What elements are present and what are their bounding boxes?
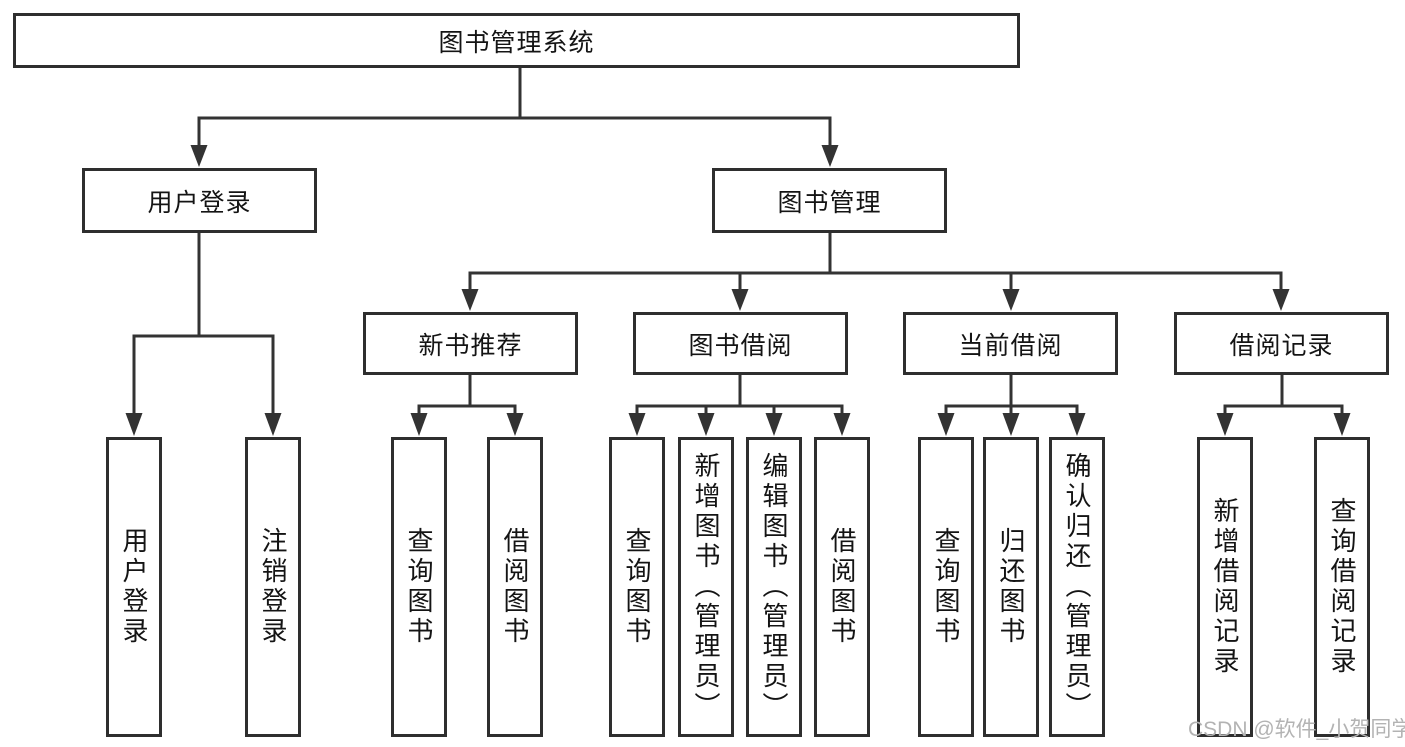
node-leaf-edit-books-admin: 编辑图书（管理员） [746,437,802,737]
node-root: 图书管理系统 [13,13,1020,68]
node-leaf-query-books-recommend-label: 查询图书 [404,527,434,647]
node-leaf-query-books-current: 查询图书 [918,437,974,737]
node-leaf-query-borrow-record-label: 查询借阅记录 [1327,497,1357,677]
node-leaf-add-books-admin-label: 新增图书（管理员） [691,452,721,722]
node-leaf-logout-label: 注销登录 [258,527,288,647]
node-leaf-borrow-books: 借阅图书 [814,437,870,737]
node-new-book-recommend-label: 新书推荐 [418,331,523,360]
watermark: CSDN @软件_小贺同学 [1188,718,1405,741]
node-new-book-recommend: 新书推荐 [363,312,578,375]
node-leaf-query-books-borrow-label: 查询图书 [622,527,652,647]
node-leaf-logout: 注销登录 [245,437,301,737]
node-user-login: 用户登录 [82,168,317,233]
node-root-label: 图书管理系统 [438,28,595,57]
node-leaf-confirm-return-admin: 确认归还（管理员） [1049,437,1105,737]
node-leaf-return-books: 归还图书 [983,437,1039,737]
node-borrow-records-label: 借阅记录 [1229,331,1334,360]
node-leaf-return-books-label: 归还图书 [996,527,1026,647]
node-leaf-confirm-return-admin-label: 确认归还（管理员） [1062,452,1092,722]
node-borrow-records: 借阅记录 [1174,312,1389,375]
arrowheads [125,145,1351,436]
node-leaf-query-books-recommend: 查询图书 [391,437,447,737]
node-leaf-borrow-books-recommend-label: 借阅图书 [500,527,530,647]
node-book-borrow-label: 图书借阅 [688,331,793,360]
node-leaf-query-books-borrow: 查询图书 [609,437,665,737]
node-leaf-borrow-books-recommend: 借阅图书 [487,437,543,737]
node-leaf-edit-books-admin-label: 编辑图书（管理员） [759,452,789,722]
node-leaf-add-books-admin: 新增图书（管理员） [678,437,734,737]
connector-paths [132,68,1344,422]
node-leaf-borrow-books-label: 借阅图书 [827,527,857,647]
node-leaf-add-borrow-record: 新增借阅记录 [1197,437,1253,737]
node-leaf-user-login-label: 用户登录 [119,527,149,647]
node-current-borrow: 当前借阅 [903,312,1118,375]
node-book-borrow: 图书借阅 [633,312,848,375]
node-leaf-query-books-current-label: 查询图书 [931,527,961,647]
node-book-manage: 图书管理 [712,168,947,233]
node-leaf-user-login: 用户登录 [106,437,162,737]
node-user-login-label: 用户登录 [147,188,252,217]
node-leaf-query-borrow-record: 查询借阅记录 [1314,437,1370,737]
node-current-borrow-label: 当前借阅 [958,331,1063,360]
node-book-manage-label: 图书管理 [777,188,882,217]
node-leaf-add-borrow-record-label: 新增借阅记录 [1210,497,1240,677]
